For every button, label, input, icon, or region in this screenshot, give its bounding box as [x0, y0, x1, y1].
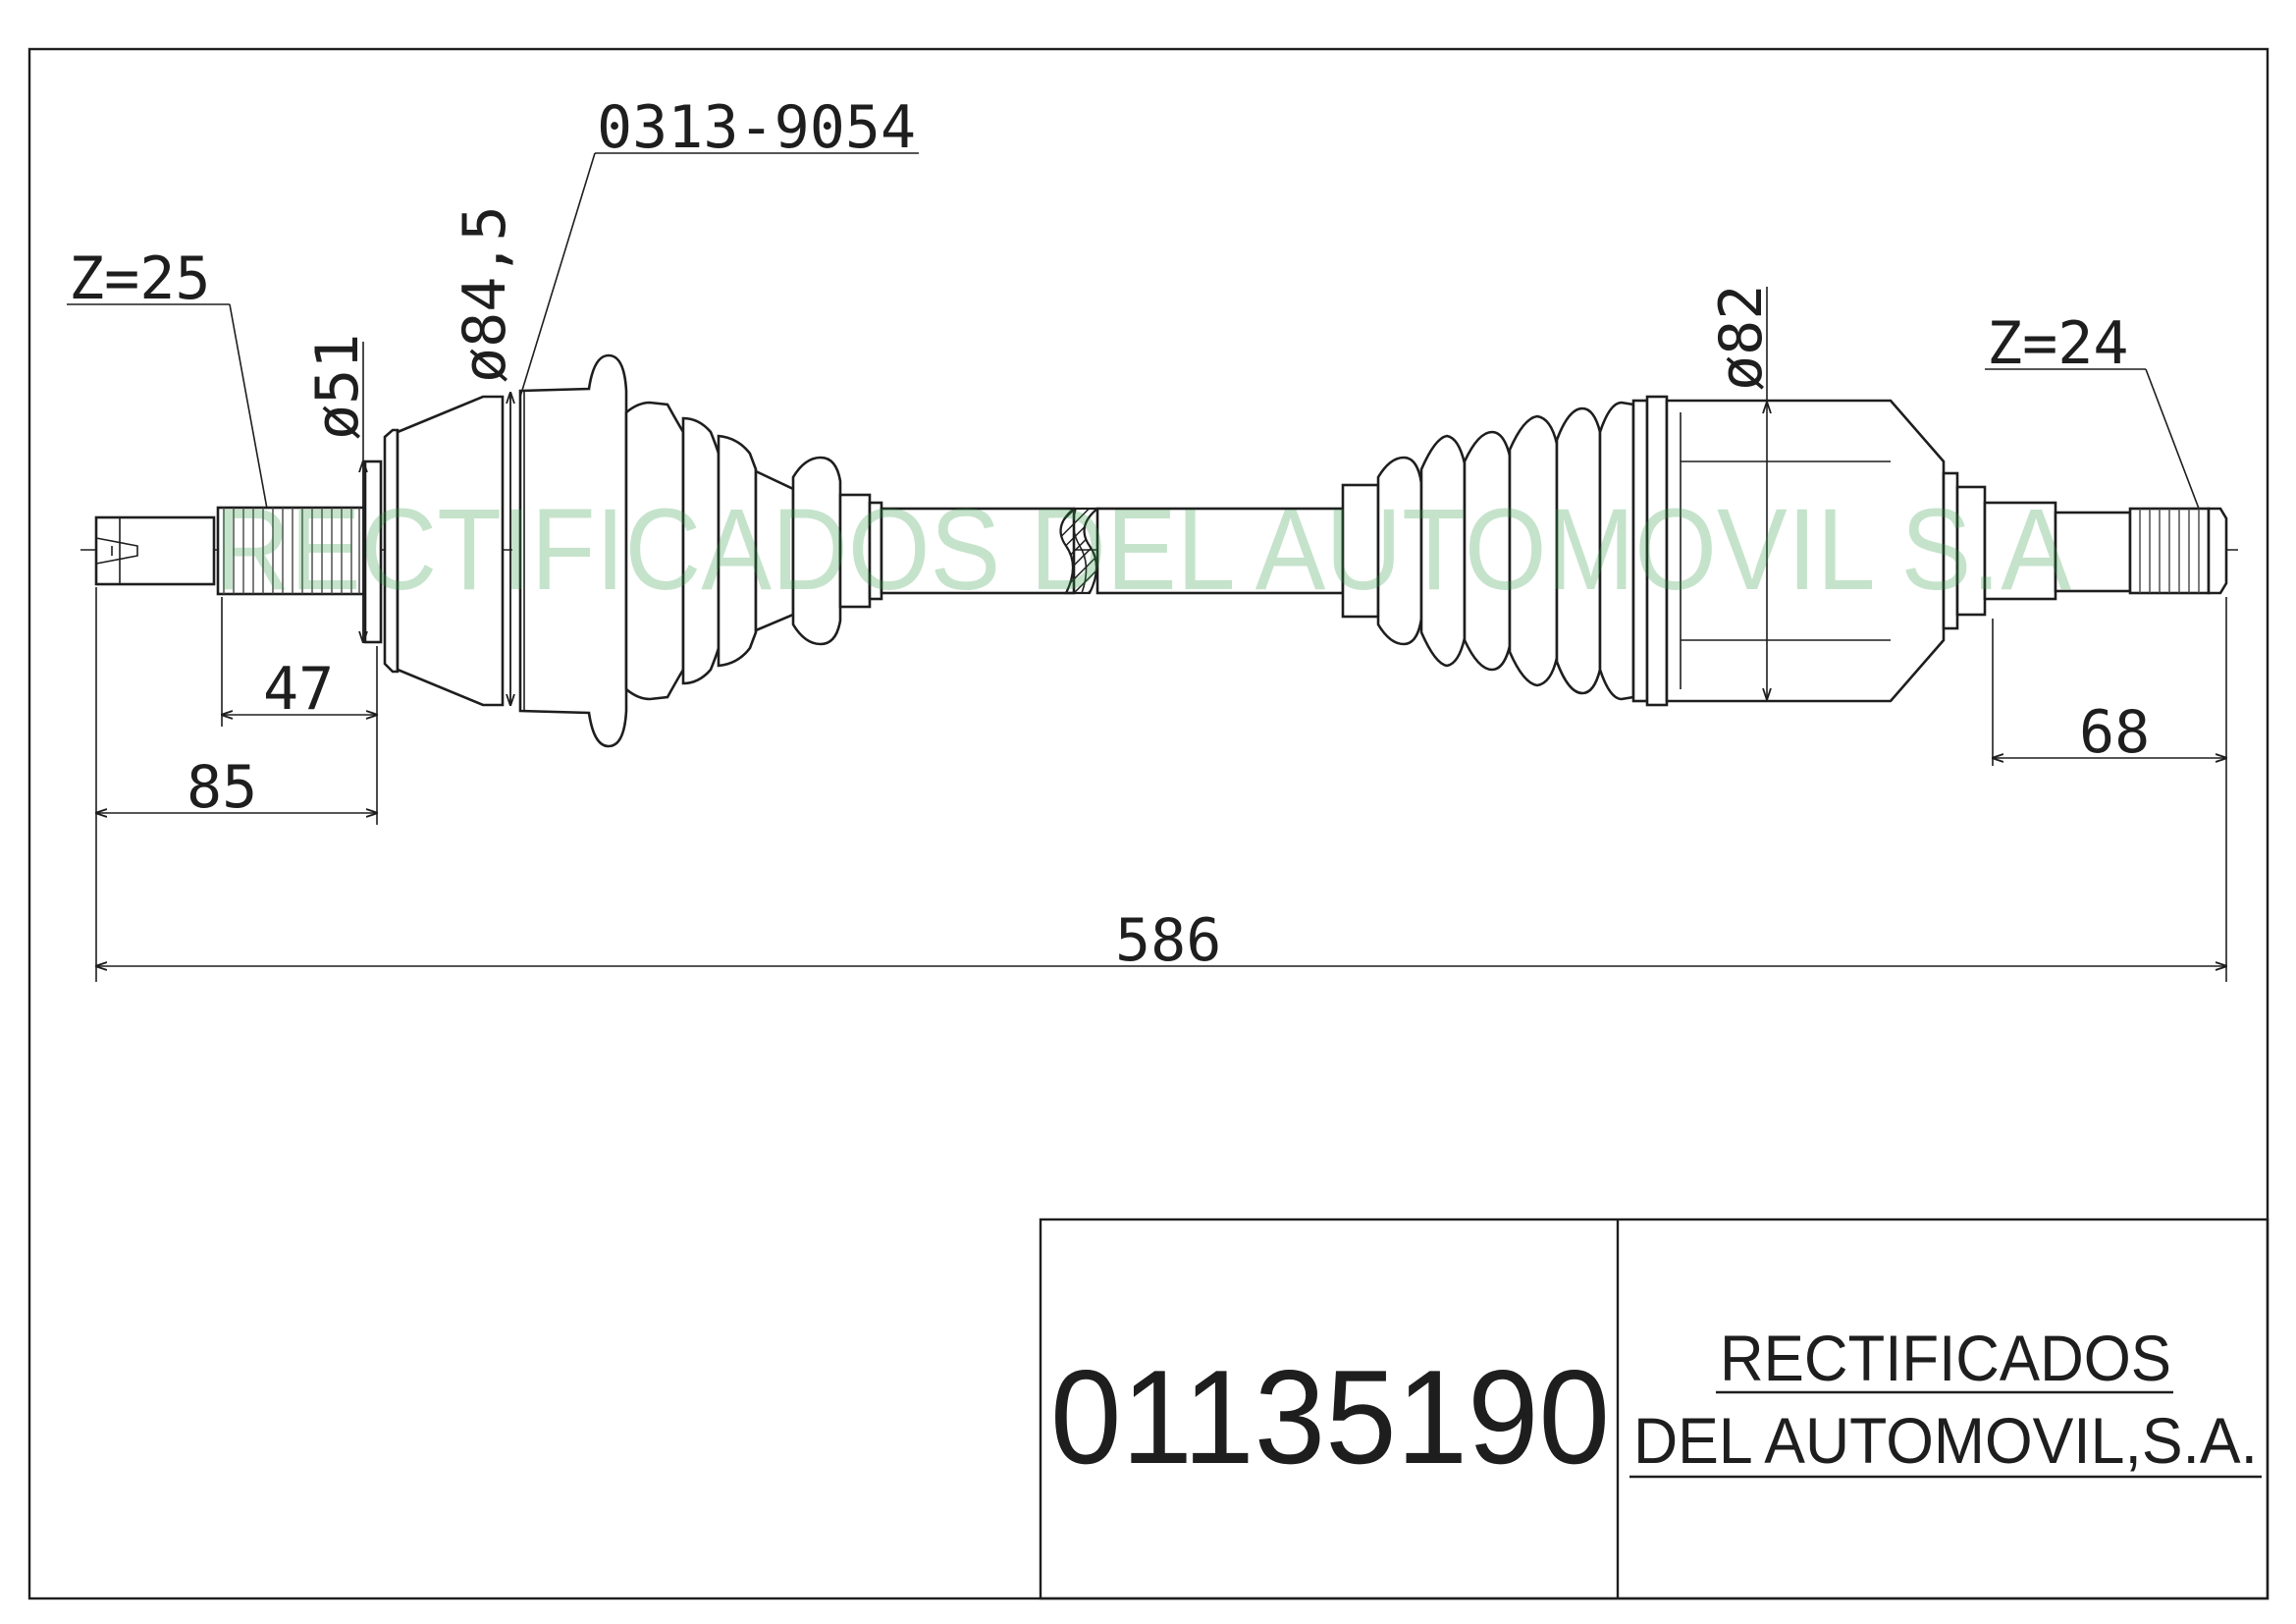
dim-586-label: 586	[1115, 906, 1221, 975]
leader-part-ref: 0313-9054	[519, 93, 919, 398]
company-name-line2: DEL AUTOMOVIL,S.A.	[1633, 1404, 2258, 1477]
right-cv-boot	[1341, 395, 1669, 707]
part-number: 01135190	[1050, 1342, 1610, 1491]
dim-68-label: 68	[2079, 698, 2150, 767]
dimension-47: 47	[222, 655, 377, 724]
diameter-84-5: ø84,5	[451, 205, 519, 705]
dim-47-label: 47	[263, 655, 334, 724]
dim-85-label: 85	[187, 753, 257, 822]
shaft-break-symbol	[1059, 507, 1101, 595]
dia-84-5-label: ø84,5	[451, 205, 519, 383]
shaft-bar-right	[1095, 507, 1345, 595]
drive-shaft	[94, 353, 2228, 748]
dia-51-label: ø51	[303, 334, 372, 440]
leader-left-spline: Z=25	[67, 244, 268, 510]
left-cv-boot	[518, 353, 883, 748]
right-inner-joint-housing	[1665, 399, 2132, 703]
title-block: 01135190 RECTIFICADOS DEL AUTOMOVIL,S.A.	[1039, 1218, 2269, 1600]
left-stub-end	[94, 515, 216, 586]
watermark: RECTIFICADOS DEL AUTOMOVIL S.A	[214, 485, 2071, 615]
left-spline-label: Z=25	[69, 244, 211, 313]
part-ref-label: 0313-9054	[597, 93, 916, 162]
company-name-line1: RECTIFICADOS	[1720, 1322, 2171, 1394]
diameter-82: ø82	[1707, 285, 1776, 699]
left-spline-shaft	[216, 506, 367, 596]
shaft-bar-left	[880, 507, 1076, 595]
dia-82-label: ø82	[1707, 285, 1776, 391]
dimension-586: 586	[96, 906, 2226, 975]
right-spline-shaft	[2128, 507, 2228, 595]
dimension-68: 68	[1993, 698, 2226, 767]
leader-right-spline: Z=24	[1985, 309, 2200, 510]
diameter-51: ø51	[303, 334, 372, 642]
right-spline-label: Z=24	[1987, 309, 2129, 378]
extension-lines	[95, 587, 2227, 982]
dimension-85: 85	[96, 753, 377, 822]
